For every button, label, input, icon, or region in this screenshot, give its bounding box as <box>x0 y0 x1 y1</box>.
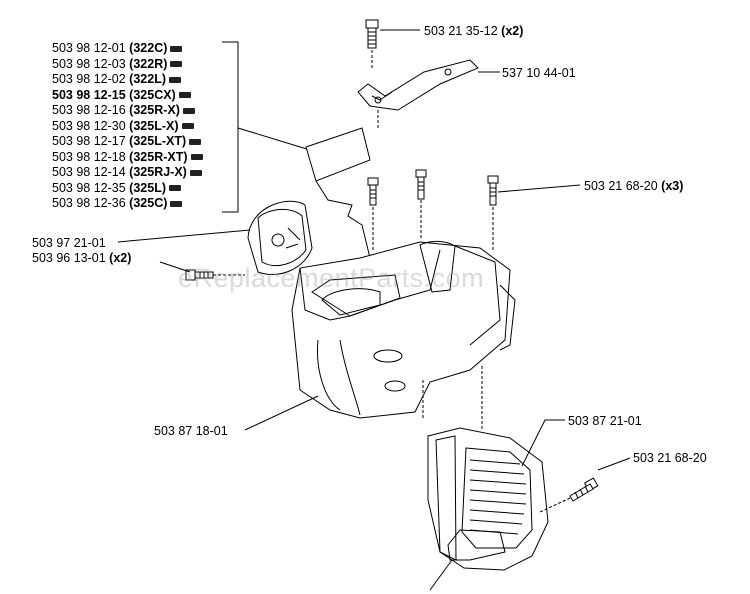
leader-main-cover <box>244 395 319 431</box>
kit-icon <box>169 185 181 192</box>
kit-icon <box>178 92 191 99</box>
kit-part-number: 503 98 12-17 <box>52 134 126 148</box>
main-cover-icon <box>291 240 516 419</box>
kit-model: (322C) <box>129 41 168 55</box>
kit-list-row: 503 98 12-01 (322C) <box>52 41 183 55</box>
kit-part-number: 503 98 12-03 <box>52 56 126 71</box>
kit-part-number: 503 98 12-14 <box>52 165 126 179</box>
kit-icon <box>169 76 181 83</box>
kit-icon <box>181 123 194 130</box>
callout-screw-top: 503 21 35-12 (x2) <box>424 24 524 38</box>
kit-model: (325L) <box>129 180 166 195</box>
kit-list-row: 503 98 12-16 (325R-X) <box>52 103 195 117</box>
leader-decal <box>237 127 311 151</box>
callout-side-screw: 503 96 13-01 (x2) <box>32 251 132 265</box>
kit-part-number: 503 98 12-35 <box>52 180 126 195</box>
kit-list-row: 503 98 12-36 (325C) <box>52 196 183 210</box>
kit-part-number: 503 98 12-01 <box>52 41 126 55</box>
kit-model: (325RJ-X) <box>129 165 187 179</box>
kit-icon <box>170 61 183 68</box>
callout-side-cover: 503 97 21-01 <box>32 236 106 250</box>
leader-side-cover <box>117 229 251 243</box>
callout-bracket: 537 10 44-01 <box>502 66 576 80</box>
top-screw-icon <box>365 19 379 49</box>
kit-icon <box>170 45 183 52</box>
kit-list-row: 503 98 12-30 (325L-X) <box>52 119 194 133</box>
callout-cylinder-cover: 503 87 21-01 <box>568 414 642 428</box>
kit-list-row: 503 98 12-35 (325L) <box>52 181 181 195</box>
kit-model: (322R) <box>129 56 168 71</box>
kit-model: (325L-X) <box>129 118 179 133</box>
kit-part-number: 503 98 12-16 <box>52 103 126 117</box>
kit-list-row: 503 98 12-15 (325CX) <box>52 88 191 102</box>
side-cover-icon <box>247 200 313 276</box>
kit-icon <box>190 154 203 161</box>
kit-model: (325L-XT) <box>129 134 187 148</box>
kit-icon <box>189 169 202 176</box>
callout-cover-screw: 503 21 68-20 <box>633 451 707 465</box>
kit-icon <box>189 138 202 145</box>
leader-decal-cover <box>315 180 371 259</box>
kit-part-number: 503 98 12-15 <box>52 87 126 102</box>
kit-part-number: 503 98 12-30 <box>52 118 126 133</box>
kit-model: (325C) <box>129 196 168 210</box>
kit-list-row: 503 98 12-17 (325L-XT) <box>52 134 202 148</box>
leader-cylinder-cover <box>521 419 565 467</box>
kit-part-number: 503 98 12-36 <box>52 196 126 210</box>
kit-icon <box>170 200 183 207</box>
leader-bottom-screw <box>597 457 631 471</box>
callout-main-cover: 503 87 18-01 <box>154 424 228 438</box>
kit-list-row: 503 98 12-18 (325R-XT) <box>52 150 203 164</box>
kit-icon <box>182 107 195 114</box>
bottom-screw-icon <box>569 477 599 502</box>
kit-part-number: 503 98 12-18 <box>52 149 126 164</box>
kit-list-row: 503 98 12-02 (322L) <box>52 72 181 86</box>
cylinder-cover-icon <box>427 427 549 571</box>
kit-model: (325R-X) <box>129 103 180 117</box>
kit-part-number: 503 98 12-02 <box>52 72 126 86</box>
kit-model: (325R-XT) <box>129 149 188 164</box>
kit-model: (325CX) <box>129 87 176 102</box>
decal-sticker <box>305 127 371 182</box>
kit-model: (322L) <box>129 72 166 86</box>
cover-screws-icon <box>367 169 499 206</box>
bracket-icon <box>357 59 479 111</box>
kit-list-bracket <box>222 41 239 213</box>
leader-side-screw <box>159 261 191 273</box>
callout-screws-cover: 503 21 68-20 (x3) <box>584 179 684 193</box>
watermark: eReplacementParts.com <box>178 263 485 293</box>
kit-list-row: 503 98 12-03 (322R) <box>52 56 183 71</box>
leader-screws-x3 <box>497 184 581 193</box>
kit-list-row: 503 98 12-14 (325RJ-X) <box>52 165 202 179</box>
